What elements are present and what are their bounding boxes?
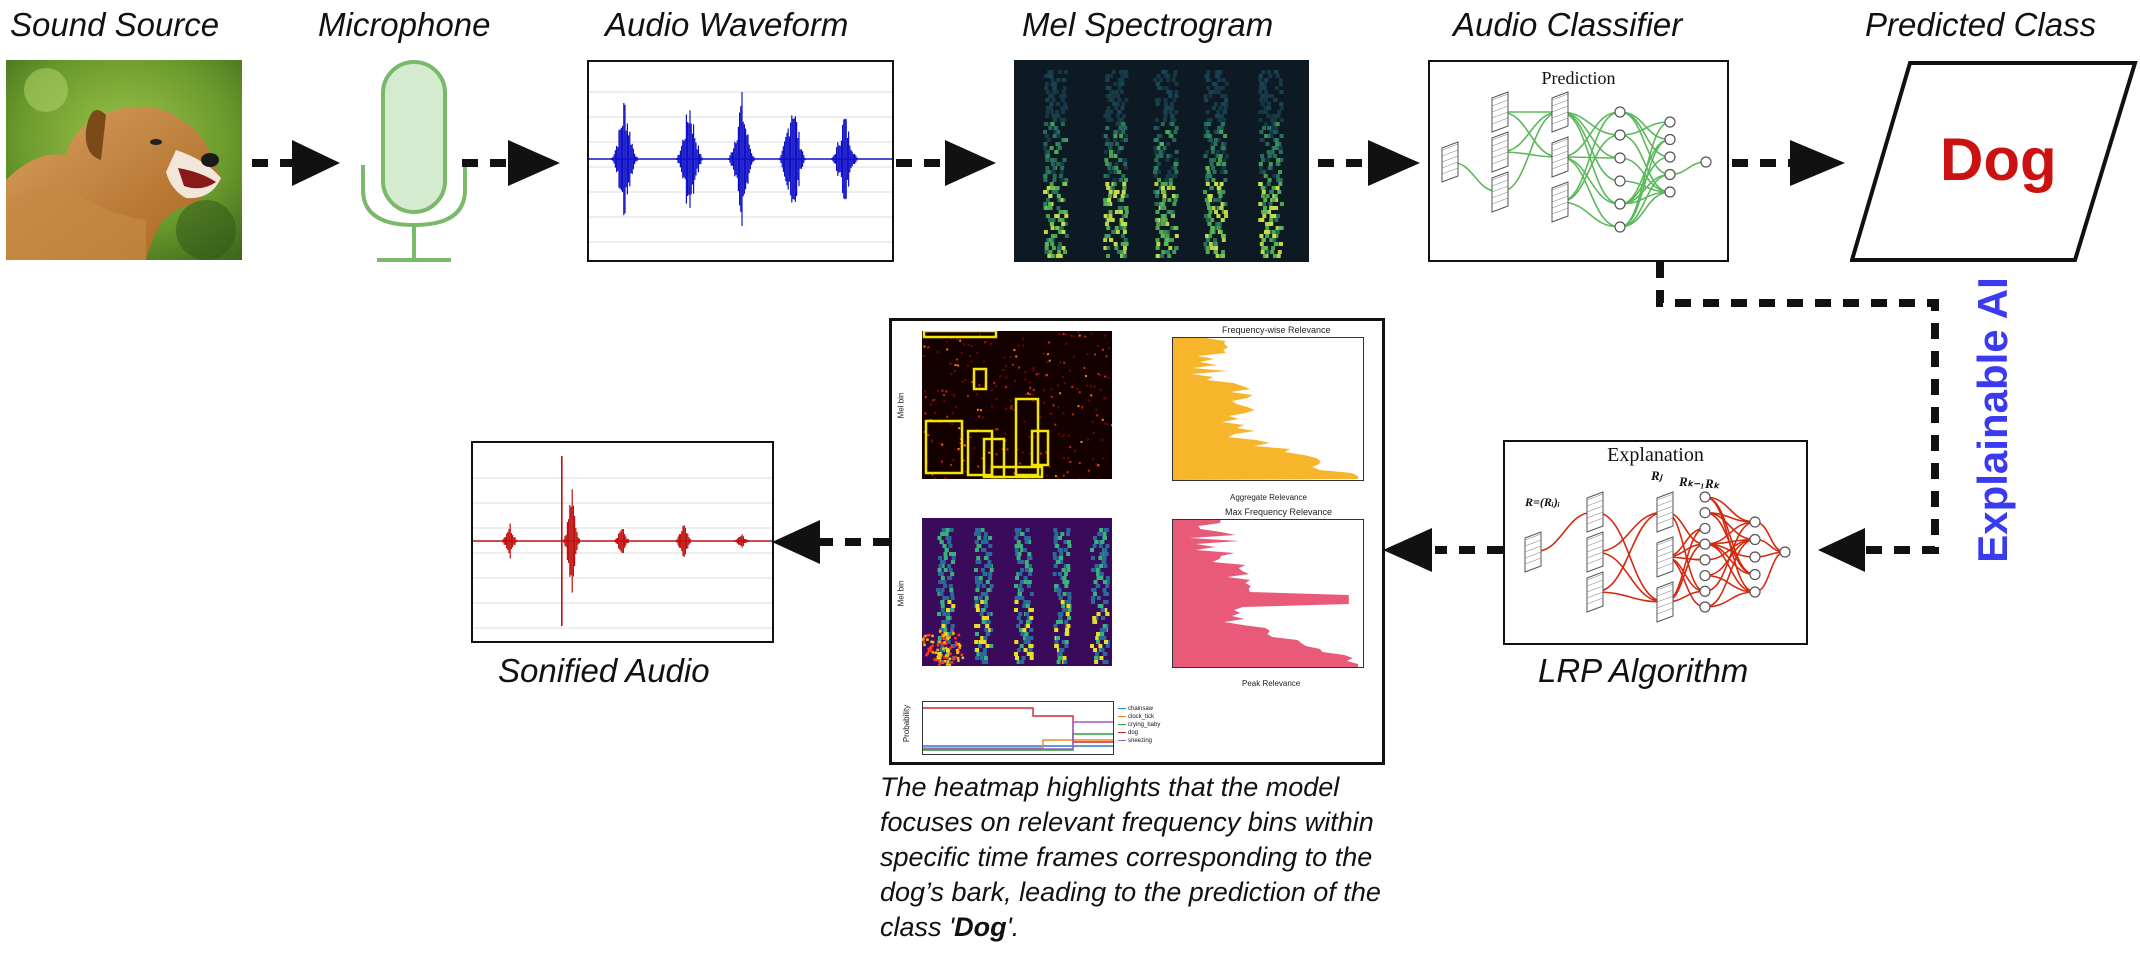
audio-waveform-panel	[587, 60, 894, 262]
stage-title-mel-spectrogram: Mel Spectrogram	[1022, 6, 1274, 43]
legend-entry: crying_baby	[1118, 721, 1160, 729]
relevance-r-label: R=(Rᵢ)ᵢ	[1525, 495, 1560, 509]
sonified-audio-panel	[471, 441, 774, 643]
max-relevance-chart	[1172, 519, 1364, 668]
mel-spectrogram-image	[1014, 60, 1309, 262]
freq-relevance-chart	[1172, 337, 1364, 481]
overlay-spectrogram	[922, 518, 1112, 667]
relevance-rk-label: Rₖ	[1705, 476, 1720, 491]
stage-title-sonified-audio: Sonified Audio	[498, 652, 710, 689]
dog-photo	[6, 60, 242, 260]
arrow-head-2	[508, 140, 560, 186]
relevance-rk1-label: Rₖ₋₁	[1679, 474, 1705, 489]
predicted-class-box	[1849, 60, 2140, 265]
audio-classifier-panel: Prediction	[1428, 60, 1729, 262]
max-relevance-xlabel: Peak Relevance	[1242, 679, 1301, 688]
heatmap-caption: The heatmap highlights that the model fo…	[880, 770, 1420, 945]
stage-title-sound-source: Sound Source	[10, 6, 220, 43]
predicted-class-label: Dog	[1940, 126, 2057, 193]
arrow-head-3	[945, 140, 996, 186]
freq-relevance-xlabel: Aggregate Relevance	[1230, 493, 1307, 502]
legend-entry: chainsaw	[1118, 705, 1160, 713]
explanation-panel-title: Explanation	[1607, 444, 1704, 466]
heatmap-analysis-panel: Mel bin Mel bin Frequency-wise Relevance…	[889, 318, 1385, 765]
relevance-heatmap	[922, 329, 1114, 481]
arrow-head-4	[1368, 140, 1420, 186]
stage-title-microphone: Microphone	[318, 6, 491, 43]
arrow-head-5	[1790, 140, 1845, 186]
lrp-network-diagram	[1524, 491, 1791, 623]
legend-entry: sneezing	[1118, 737, 1160, 745]
probability-chart	[922, 701, 1114, 755]
sonified-waveform-plot	[473, 456, 772, 629]
caption-end: '.	[1006, 912, 1020, 942]
arrow-head-8	[772, 520, 820, 564]
classifier-panel-title: Prediction	[1541, 68, 1616, 88]
relevance-rj-label: Rⱼ	[1651, 468, 1662, 483]
classifier-network-diagram	[1441, 91, 1712, 233]
legend-entry: dog	[1118, 729, 1160, 737]
arrow-head-1	[292, 140, 340, 186]
max-relevance-title: Max Frequency Relevance	[1225, 507, 1333, 517]
stage-title-lrp-algorithm: LRP Algorithm	[1538, 652, 1749, 689]
arrow-head-7	[1383, 528, 1432, 572]
caption-bold-class: Dog	[954, 912, 1007, 942]
stage-title-predicted-class: Predicted Class	[1865, 6, 2097, 43]
freq-relevance-title: Frequency-wise Relevance	[1222, 325, 1331, 335]
stage-title-audio-classifier: Audio Classifier	[1453, 6, 1683, 43]
lrp-explanation-panel: Explanation R=(Rᵢ)ᵢ Rⱼ Rₖ₋₁ Rₖ	[1503, 440, 1808, 645]
caption-text: The heatmap highlights that the model fo…	[880, 772, 1381, 942]
microphone-icon	[355, 60, 475, 265]
legend-entry: clock_tick	[1118, 713, 1160, 721]
stage-title-audio-waveform: Audio Waveform	[605, 6, 849, 43]
audio-waveform-plot	[589, 91, 892, 243]
arrow-head-6	[1818, 528, 1865, 572]
